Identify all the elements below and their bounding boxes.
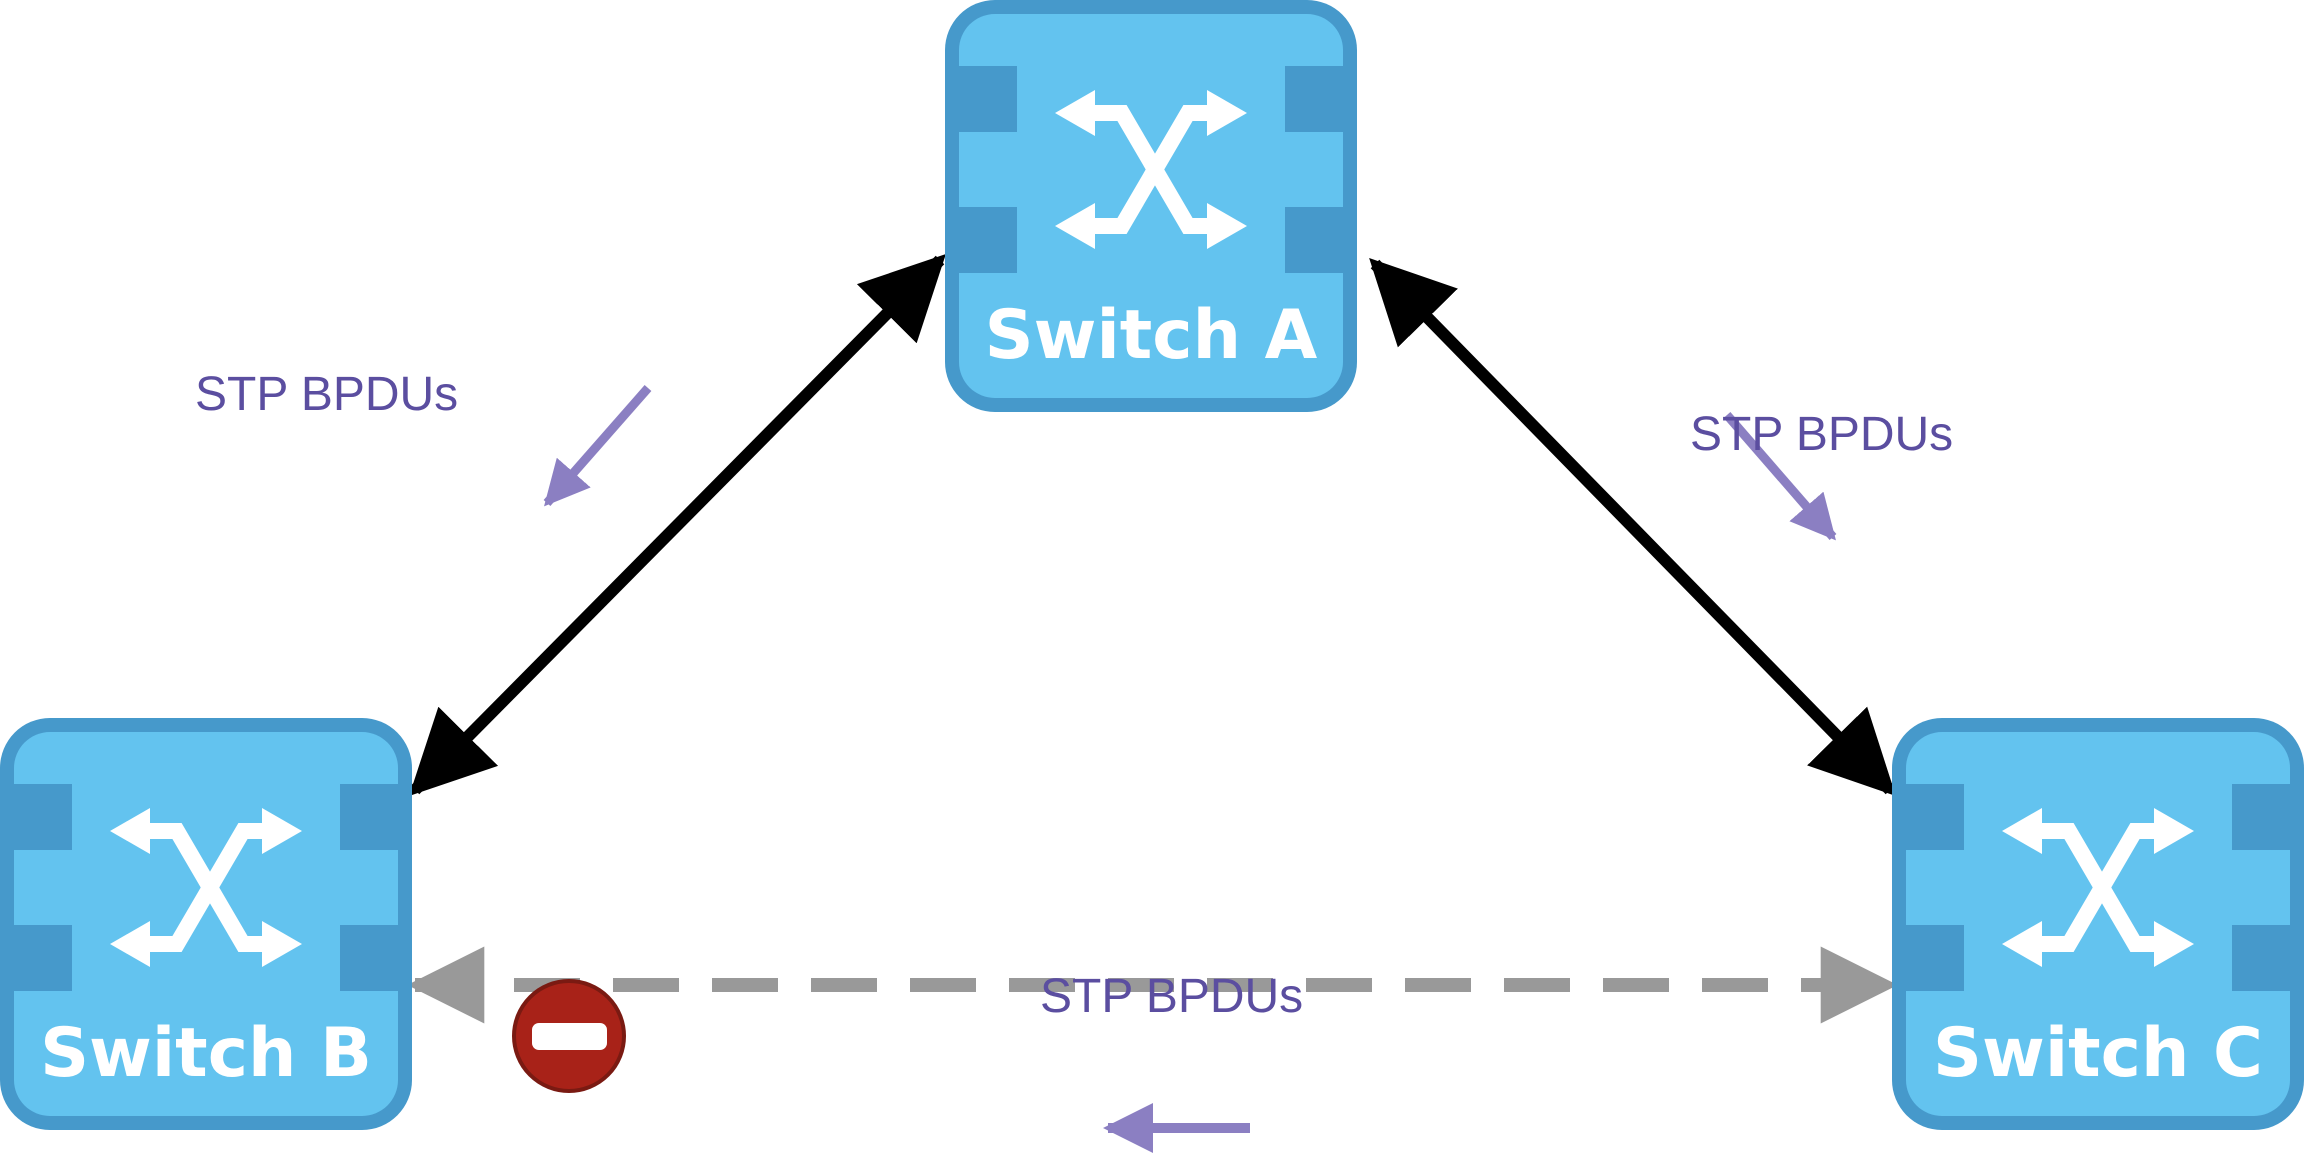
blocked-port-icon bbox=[512, 979, 626, 1093]
switch-a-label: Switch A bbox=[985, 296, 1318, 375]
switch-b[interactable]: Switch B bbox=[0, 718, 412, 1130]
switch-c[interactable]: Switch C bbox=[1892, 718, 2304, 1130]
bpdu-label-ab: STP BPDUs bbox=[195, 368, 458, 421]
switch-a[interactable]: Switch A bbox=[945, 0, 1357, 412]
bpdu-arrow-ab bbox=[543, 385, 652, 507]
switch-c-label: Switch C bbox=[1933, 1014, 2263, 1093]
switch-b-label: Switch B bbox=[40, 1014, 372, 1093]
bpdu-label-ac: STP BPDUs bbox=[1690, 408, 1953, 461]
bpdu-label-bc: STP BPDUs bbox=[1040, 970, 1303, 1023]
link-a-b bbox=[409, 254, 946, 796]
link-a-c bbox=[1369, 257, 1896, 797]
bpdu-arrow-ac bbox=[1723, 412, 1837, 541]
